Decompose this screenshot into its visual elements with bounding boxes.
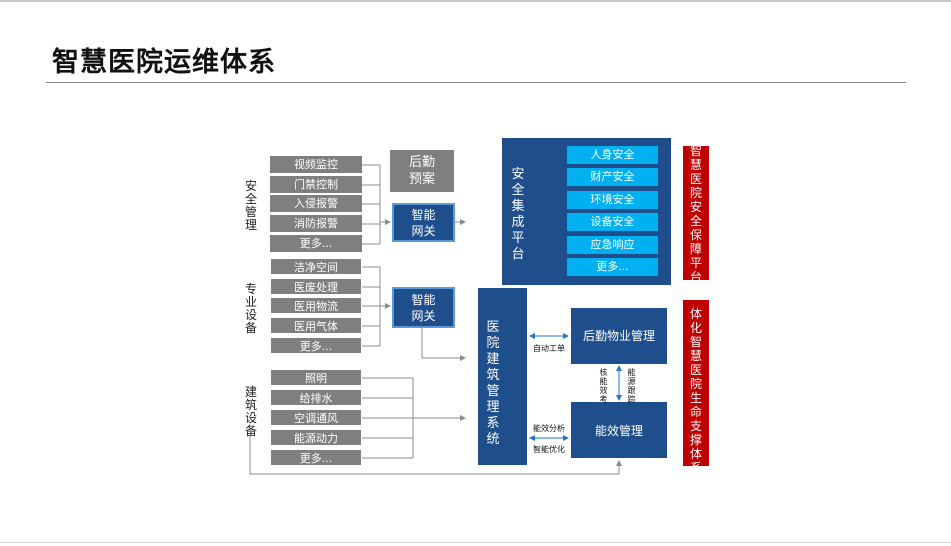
item-equipment-safety: 设备安全 — [567, 213, 658, 231]
title-divider — [46, 82, 906, 83]
top-border — [0, 0, 951, 2]
item-hvac: 空调通风 — [270, 409, 362, 426]
building-management-system-label: 医院建筑管理系统 — [486, 320, 500, 447]
item-clean-space: 洁净空间 — [270, 258, 362, 275]
energy-analysis-label: 能效分析 — [533, 424, 565, 433]
life-support-side-label: 一体化智慧医院生命支撑体系 — [683, 293, 709, 475]
group-label-professional: 专业设备 — [244, 282, 257, 335]
page-title: 智慧医院运维体系 — [52, 47, 276, 78]
item-intrusion-alarm: 入侵报警 — [270, 195, 362, 212]
smart-gateway-2-label: 智能网关 — [411, 292, 436, 323]
item-emergency-response: 应急响应 — [567, 236, 658, 254]
item-lighting: 照明 — [270, 369, 362, 386]
item-building-more: 更多... — [270, 449, 362, 466]
energy-management-label: 能效管理 — [594, 423, 643, 438]
item-environment-safety: 环境安全 — [567, 191, 658, 209]
logistics-plan-box: 后勤预案 — [390, 150, 454, 192]
item-property-safety: 财产安全 — [567, 168, 658, 186]
energy-tracking-label: 能源跟踪 — [627, 368, 636, 404]
item-personal-safety: 人身安全 — [567, 146, 658, 164]
security-platform-label: 安全集成平台 — [511, 167, 525, 262]
item-platform-more: 更多... — [567, 258, 658, 276]
smart-gateway-1-label: 智能网关 — [411, 207, 436, 238]
item-fire-alarm: 消防报警 — [270, 215, 362, 232]
item-medical-gas: 医用气体 — [270, 317, 362, 334]
group-label-security: 安全管理 — [244, 179, 257, 232]
smart-gateway-2: 智能网关 — [392, 287, 455, 328]
bottom-border — [0, 542, 951, 543]
auto-ticket-label: 自动工单 — [533, 344, 565, 353]
property-management-box: 后勤物业管理 — [571, 308, 667, 364]
item-security-more: 更多... — [270, 235, 362, 252]
item-energy-power: 能源动力 — [270, 429, 362, 446]
item-access-control: 门禁控制 — [270, 176, 362, 193]
logistics-plan-label: 后勤预案 — [408, 155, 435, 187]
smart-optimize-label: 智能优化 — [533, 445, 565, 454]
item-medical-logistics: 医用物流 — [270, 297, 362, 314]
item-water-supply: 给排水 — [270, 389, 362, 406]
energy-management-box: 能效管理 — [571, 402, 667, 458]
item-medical-waste: 医废处理 — [270, 278, 362, 295]
assess-efficiency-label: 核能效考 — [599, 368, 608, 404]
item-professional-more: 更多... — [270, 337, 362, 354]
smart-gateway-1: 智能网关 — [392, 203, 455, 242]
item-video-monitoring: 视频监控 — [270, 156, 362, 173]
building-management-system — [478, 288, 527, 465]
group-label-building: 建筑设备 — [244, 385, 257, 438]
property-management-label: 后勤物业管理 — [582, 329, 655, 343]
safety-platform-side-label: 智慧医院安全保障平台 — [683, 144, 709, 284]
